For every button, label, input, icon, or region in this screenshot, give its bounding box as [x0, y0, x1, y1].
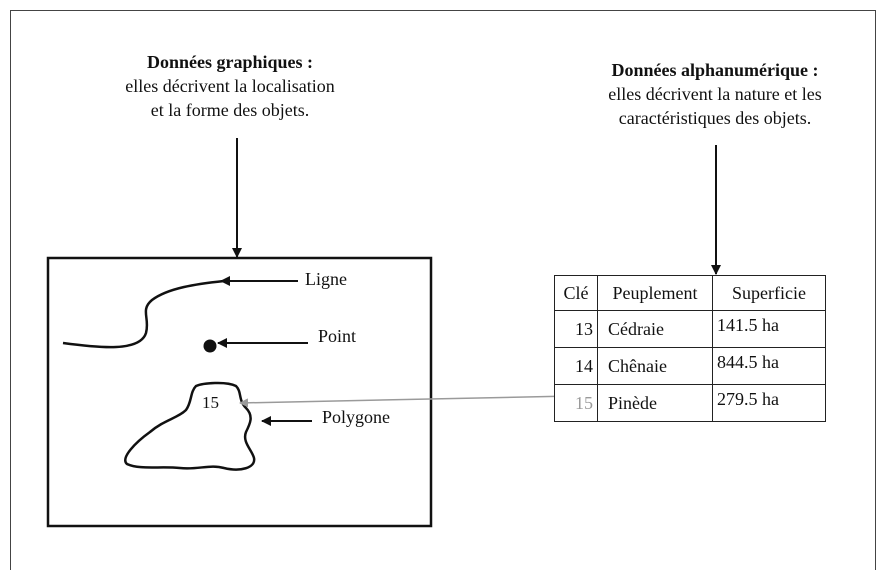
table-row: 15 Pinède 279.5 ha	[554, 384, 826, 422]
row-area: 141.5 ha	[712, 310, 826, 348]
point-label: Point	[318, 326, 357, 346]
column-header-stand: Peuplement	[597, 275, 713, 311]
alphanumeric-data-desc-line2: caractéristiques des objets.	[618, 108, 812, 128]
figure-frame	[10, 10, 876, 570]
graphic-data-caption: Données graphiques : elles décrivent la …	[60, 50, 400, 122]
row-key: 14	[554, 347, 598, 385]
line-feature	[62, 279, 225, 349]
point-feature	[203, 339, 217, 353]
column-header-area: Superficie	[712, 275, 826, 311]
alphanumeric-data-title: Données alphanumérique :	[611, 60, 819, 80]
column-header-key: Clé	[554, 275, 598, 311]
alphanumeric-data-desc-line1: elles décrivent la nature et les	[608, 84, 822, 104]
polygon-key-label: 15	[202, 393, 219, 412]
graphic-data-desc-line1: elles décrivent la localisation	[125, 76, 335, 96]
table-row: 13 Cédraie 141.5 ha	[554, 310, 826, 348]
row-key-highlighted: 15	[554, 384, 598, 422]
graphic-data-desc-line2: et la forme des objets.	[150, 100, 310, 120]
row-stand: Pinède	[597, 384, 713, 422]
row-area: 844.5 ha	[712, 347, 826, 385]
graphic-data-title: Données graphiques :	[146, 52, 314, 72]
attribute-table: Clé Peuplement Superficie 13 Cédraie 141…	[554, 275, 826, 422]
table-header-row: Clé Peuplement Superficie	[554, 275, 826, 311]
polygon-label: Polygone	[322, 407, 391, 427]
row-stand: Cédraie	[597, 310, 713, 348]
row-key: 13	[554, 310, 598, 348]
polygon-feature	[124, 381, 256, 471]
alphanumeric-data-caption: Données alphanumérique : elles décrivent…	[520, 58, 880, 130]
row-stand: Chênaie	[597, 347, 713, 385]
row-area: 279.5 ha	[712, 384, 826, 422]
table-row: 14 Chênaie 844.5 ha	[554, 347, 826, 385]
key-link-arrow	[239, 391, 573, 408]
diagram-graphics	[46, 138, 721, 528]
line-label: Ligne	[305, 269, 347, 289]
